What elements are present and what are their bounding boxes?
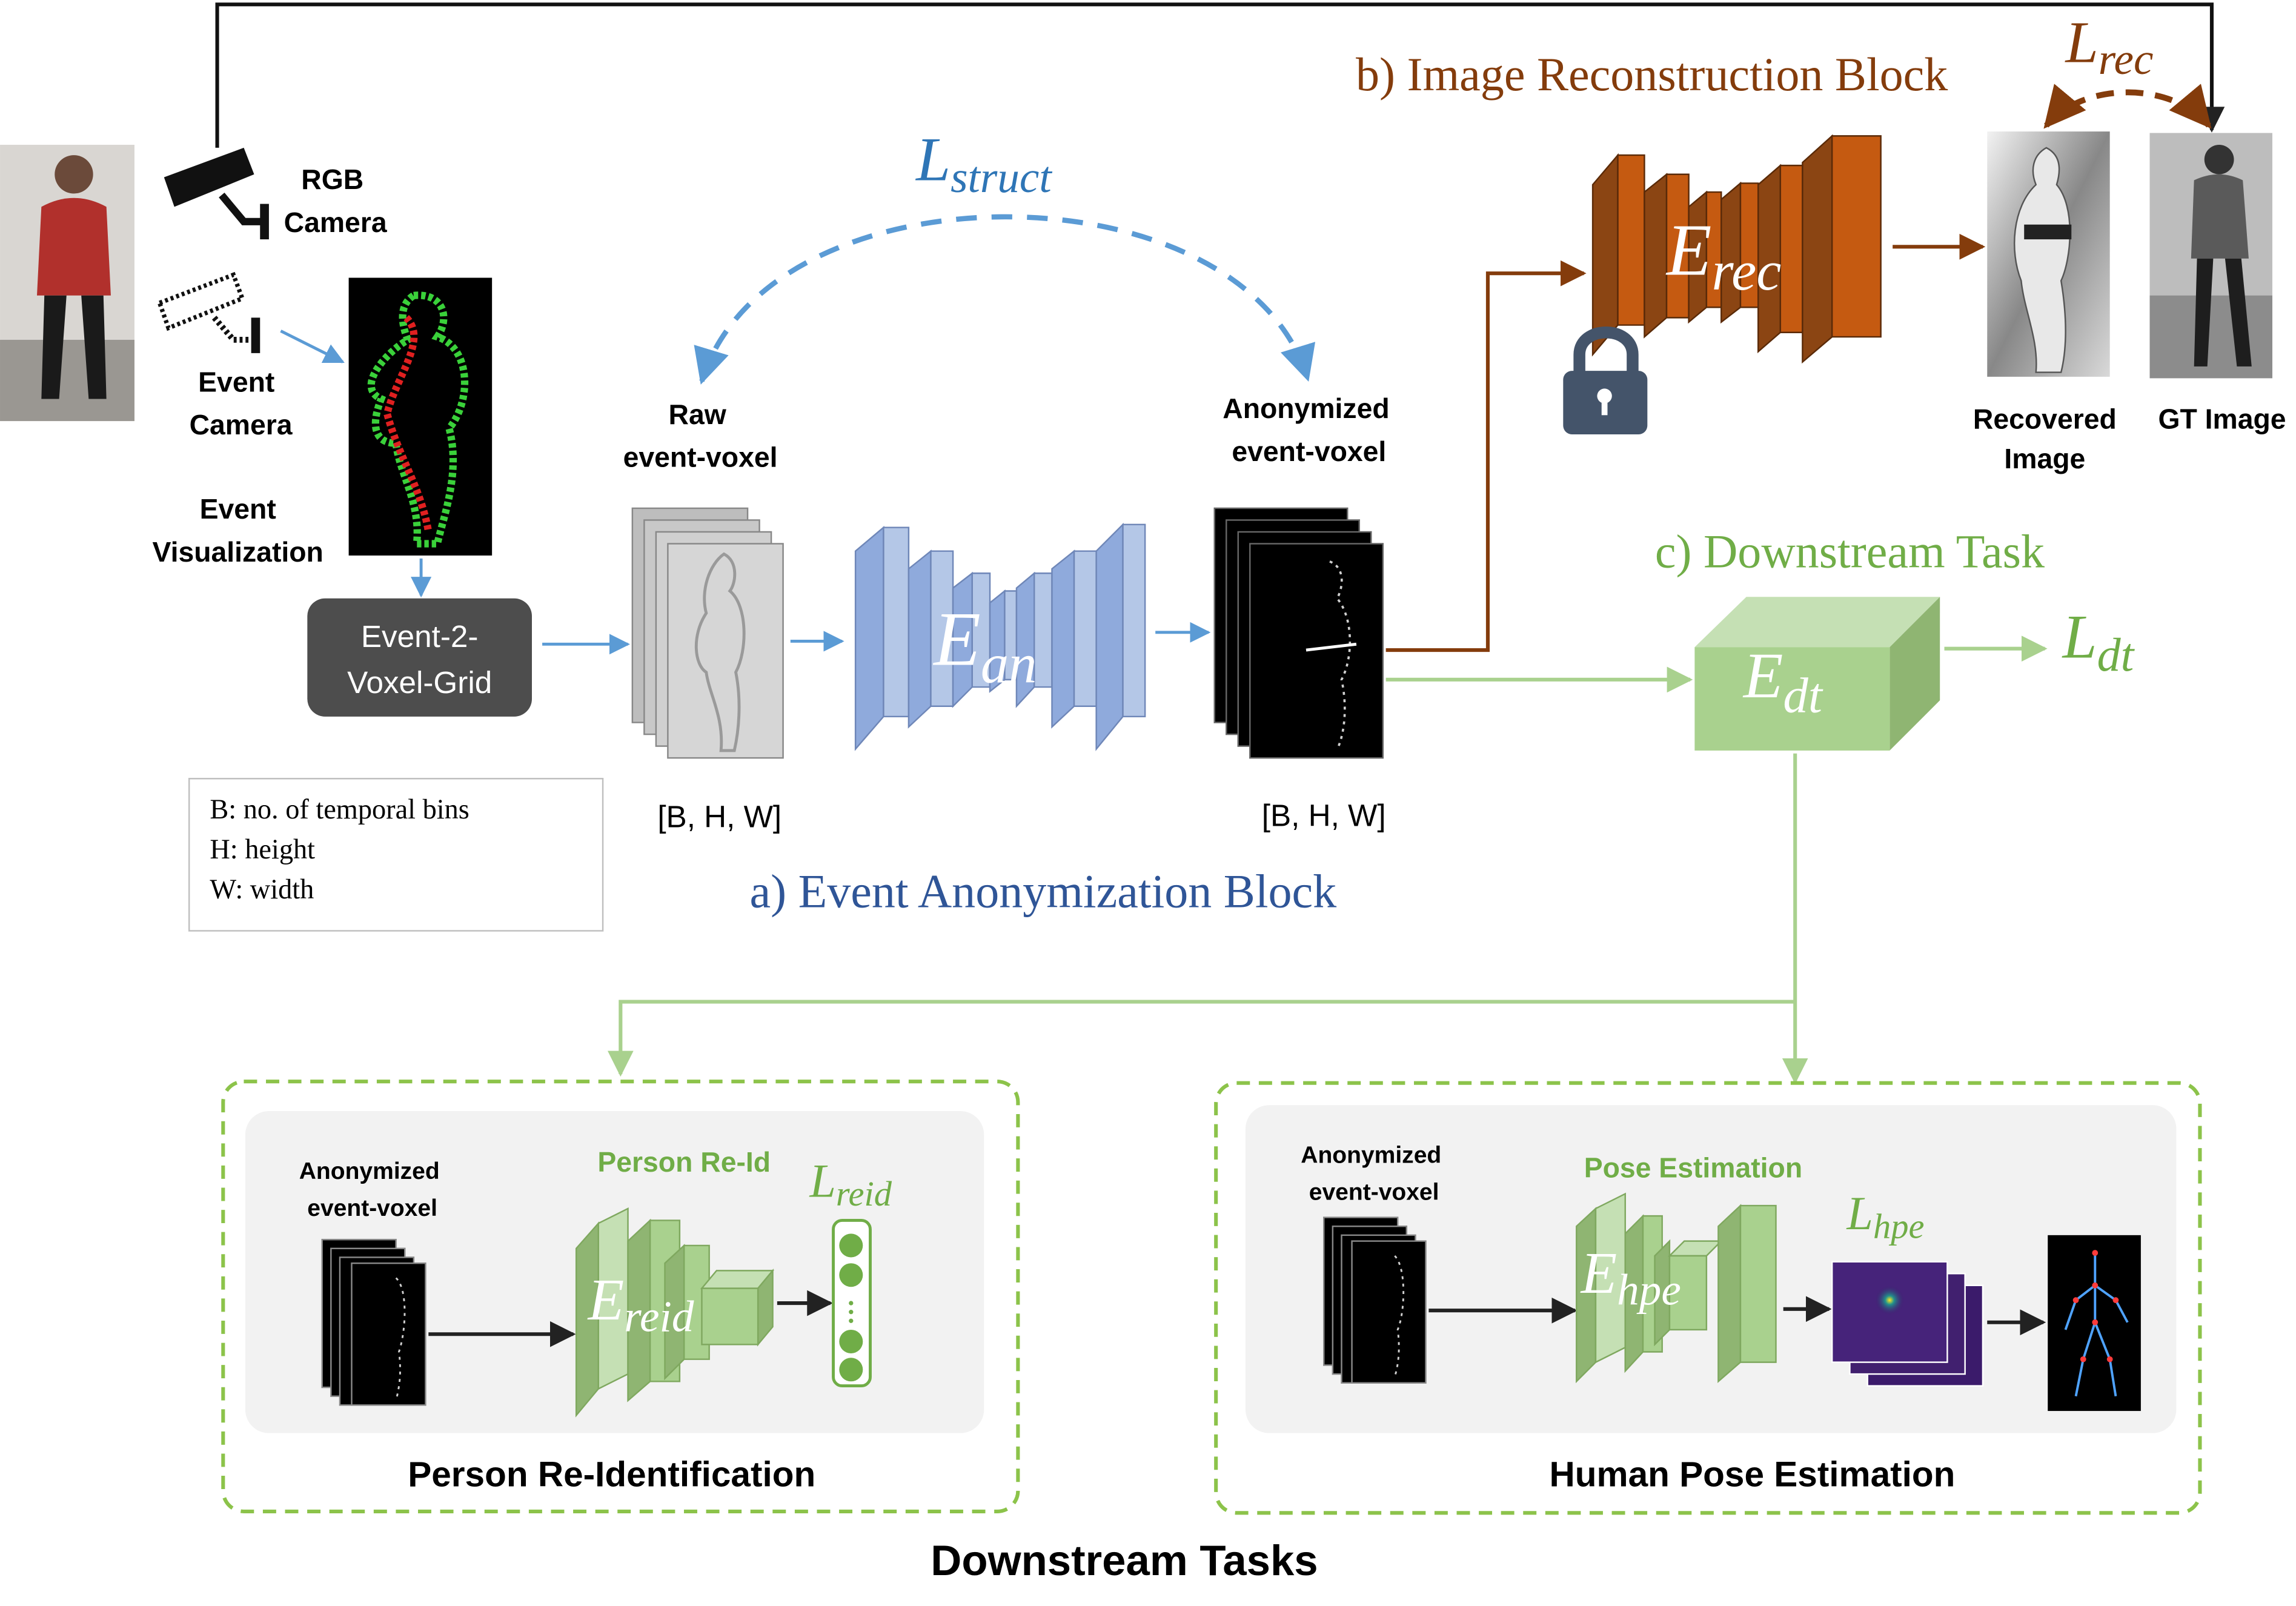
ldt-label: Ldt: [2062, 603, 2135, 681]
hpe-input-label-2: event-voxel: [1309, 1179, 1439, 1205]
anon-voxel-stack: [1213, 507, 1384, 759]
ehpe-block: [1576, 1192, 1777, 1384]
ereid-block: [575, 1207, 775, 1418]
raw-voxel-stack: [631, 507, 784, 759]
legend-w: W: width: [210, 874, 314, 905]
voxel-grid-label-2: Voxel-Grid: [347, 665, 492, 700]
raw-voxel-dims: [B, H, W]: [657, 800, 781, 834]
anonymization-title: a) Event Anonymization Block: [750, 864, 1338, 917]
lstruct-label: Lstruct: [915, 126, 1052, 202]
ehpe-label: Ehpe: [1580, 1241, 1681, 1315]
hpe-model-label: Pose Estimation: [1584, 1152, 1802, 1184]
event-camera-label-2: Camera: [190, 409, 293, 440]
legend-box: [188, 778, 604, 932]
ean-label: Ean: [932, 597, 1037, 695]
hpe-panel-border: [1214, 1081, 2202, 1515]
rgb-camera-icon: [164, 147, 269, 240]
legend-b: B: no. of temporal bins: [210, 794, 469, 825]
event-visualization-image: [348, 277, 493, 556]
lrec-label: Lrec: [2065, 10, 2154, 84]
recovered-label-2: Image: [2004, 443, 2085, 474]
edt-left-branch: [608, 1000, 1796, 1077]
edt-block: [1694, 597, 1940, 751]
hpe-caption: Human Pose Estimation: [1550, 1455, 1956, 1494]
event-visualization-label-1: Event: [200, 493, 276, 525]
raw-voxel-label-2: event-voxel: [623, 442, 778, 473]
erec-label: Erec: [1665, 210, 1781, 302]
rgb-to-gt-connector: [215, 2, 2225, 148]
anon-to-erec-connector: [1385, 260, 1587, 652]
lreid-label: Lreid: [809, 1154, 892, 1213]
rgb-camera-label-1: RGB: [301, 164, 363, 195]
anon-voxel-dims: [B, H, W]: [1262, 798, 1386, 832]
reconstruction-title: b) Image Reconstruction Block: [1356, 48, 1948, 101]
reid-model-label: Person Re-Id: [597, 1146, 771, 1178]
downstream-title: c) Downstream Task: [1655, 525, 2045, 578]
lrec-arrow: [2043, 84, 2212, 129]
gt-image: [2149, 133, 2272, 379]
voxel-grid-box: [307, 598, 533, 717]
lock-icon: [1563, 327, 1648, 435]
gt-label: GT Image: [2158, 403, 2286, 434]
recovered-image-band: [2024, 224, 2072, 240]
ereid-label: Ereid: [587, 1267, 694, 1341]
event-camera-label-1: Event: [198, 366, 274, 397]
raw-voxel-label-1: Raw: [669, 399, 727, 430]
hpe-input-stack: [1323, 1216, 1427, 1384]
voxel-grid-label-1: Event-2-: [361, 619, 479, 654]
reid-caption: Person Re-Identification: [408, 1455, 815, 1494]
lhpe-label: Lhpe: [1846, 1187, 1925, 1246]
event-camera-arrow: [280, 330, 345, 363]
recovered-image-figure: [2013, 147, 2071, 373]
reid-embedding-vector: [832, 1219, 872, 1388]
anon-voxel-label-1: Anonymized: [1223, 393, 1389, 424]
reid-input-stack: [321, 1238, 426, 1406]
lstruct-arrow: [694, 214, 1315, 385]
event-visualization-label-2: Visualization: [153, 536, 323, 568]
recovered-label-1: Recovered: [1973, 403, 2117, 434]
hpe-skeleton-output: [2048, 1235, 2141, 1412]
event-camera-icon: [156, 271, 260, 353]
hpe-input-label-1: Anonymized: [1301, 1142, 1441, 1168]
edt-label: Edt: [1742, 640, 1823, 723]
reid-input-label-1: Anonymized: [299, 1158, 440, 1184]
legend-h: H: height: [210, 834, 315, 865]
anon-voxel-label-2: event-voxel: [1232, 436, 1386, 467]
downstream-section-title: Downstream Tasks: [931, 1536, 1318, 1584]
hpe-heatmap-stack: [1831, 1261, 1984, 1387]
rgb-photo: [0, 145, 134, 422]
erec-decoder-block: [1591, 134, 1882, 364]
rgb-camera-label-2: Camera: [284, 207, 388, 238]
ean-encoder-block: [854, 522, 1146, 751]
reid-input-label-2: event-voxel: [307, 1195, 437, 1221]
